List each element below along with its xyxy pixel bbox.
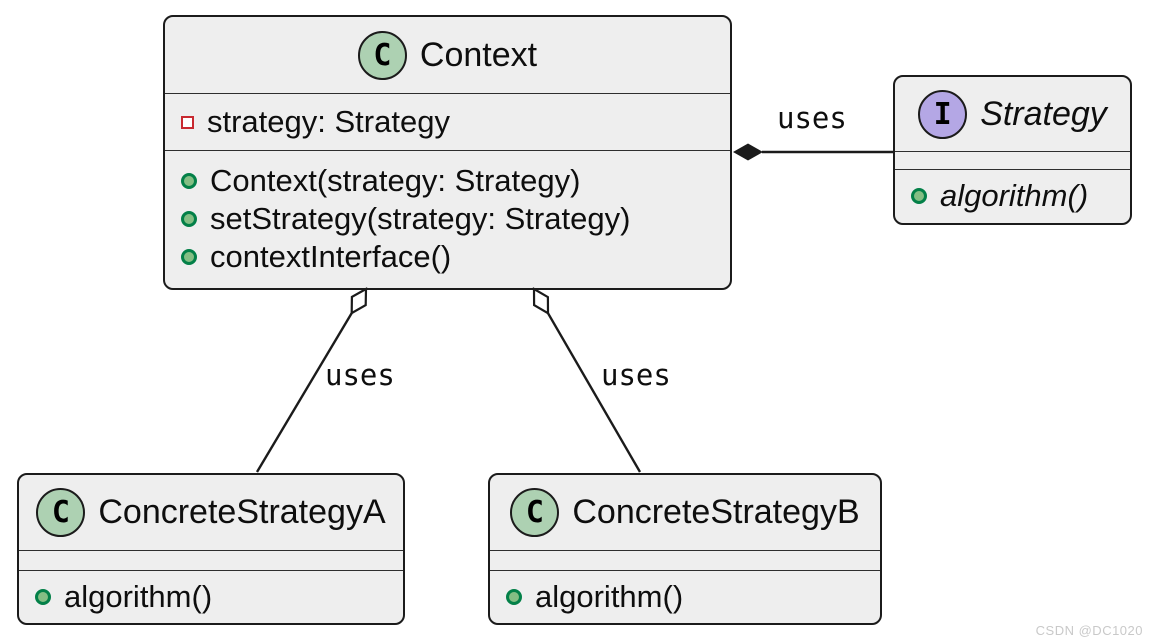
method-text: contextInterface() — [210, 238, 452, 274]
aggregation-diamond-icon — [532, 287, 550, 316]
class-box-concrete-strategy-a: C ConcreteStrategyA algorithm() — [17, 473, 405, 625]
method-row: algorithm() — [19, 578, 403, 616]
method-text: setStrategy(strategy: Strategy) — [210, 200, 631, 236]
class-name: Strategy — [980, 94, 1107, 133]
edge-label-uses: uses — [325, 358, 395, 392]
method-text: algorithm() — [64, 579, 213, 614]
private-field-icon — [181, 115, 194, 129]
composition-edge-context-strategy — [733, 143, 894, 161]
class-box-context: C Context strategy: Strategy Context(str… — [163, 15, 732, 290]
methods-section: algorithm() — [19, 570, 403, 623]
class-stereotype-icon: C — [357, 30, 407, 80]
class-title-context: C Context — [165, 17, 730, 93]
composition-diamond-icon — [733, 143, 763, 161]
public-method-icon — [506, 589, 522, 605]
class-name: Context — [419, 35, 538, 74]
method-row: algorithm() — [490, 578, 880, 616]
edge-label-uses: uses — [601, 358, 671, 392]
method-row: setStrategy(strategy: Strategy) — [165, 200, 730, 238]
public-method-icon — [181, 248, 197, 265]
fields-section-empty — [490, 550, 880, 570]
class-stereotype-icon: C — [36, 488, 86, 537]
methods-section: algorithm() — [895, 169, 1130, 221]
fields-section-empty — [19, 550, 403, 570]
class-name: ConcreteStrategyA — [98, 493, 386, 531]
class-title-concrete-strategy-a: C ConcreteStrategyA — [19, 475, 403, 550]
field-text: strategy: Strategy — [207, 104, 450, 139]
method-row: contextInterface() — [165, 238, 730, 276]
fields-section: strategy: Strategy — [165, 93, 730, 150]
class-title-strategy: I Strategy — [895, 77, 1130, 151]
class-title-concrete-strategy-b: C ConcreteStrategyB — [490, 475, 880, 550]
method-row: algorithm() — [895, 177, 1130, 215]
method-row: Context(strategy: Strategy) — [165, 162, 730, 200]
methods-section: Context(strategy: Strategy) setStrategy(… — [165, 150, 730, 286]
class-stereotype-icon: C — [510, 488, 560, 537]
interface-stereotype-icon: I — [918, 89, 968, 139]
interface-box-strategy: I Strategy algorithm() — [893, 75, 1132, 225]
method-text: algorithm() — [940, 177, 1089, 213]
watermark: CSDN @DC1020 — [1035, 623, 1143, 638]
methods-section: algorithm() — [490, 570, 880, 623]
method-text: algorithm() — [535, 579, 684, 614]
public-method-icon — [911, 187, 927, 204]
fields-section-empty — [895, 151, 1130, 169]
public-method-icon — [181, 172, 197, 189]
method-text: Context(strategy: Strategy) — [210, 162, 581, 198]
aggregation-diamond-icon — [350, 287, 368, 316]
field-row: strategy: Strategy — [165, 103, 730, 141]
class-box-concrete-strategy-b: C ConcreteStrategyB algorithm() — [488, 473, 882, 625]
class-name: ConcreteStrategyB — [572, 493, 860, 531]
public-method-icon — [181, 210, 197, 227]
edge-label-uses: uses — [777, 101, 847, 135]
public-method-icon — [35, 589, 51, 605]
